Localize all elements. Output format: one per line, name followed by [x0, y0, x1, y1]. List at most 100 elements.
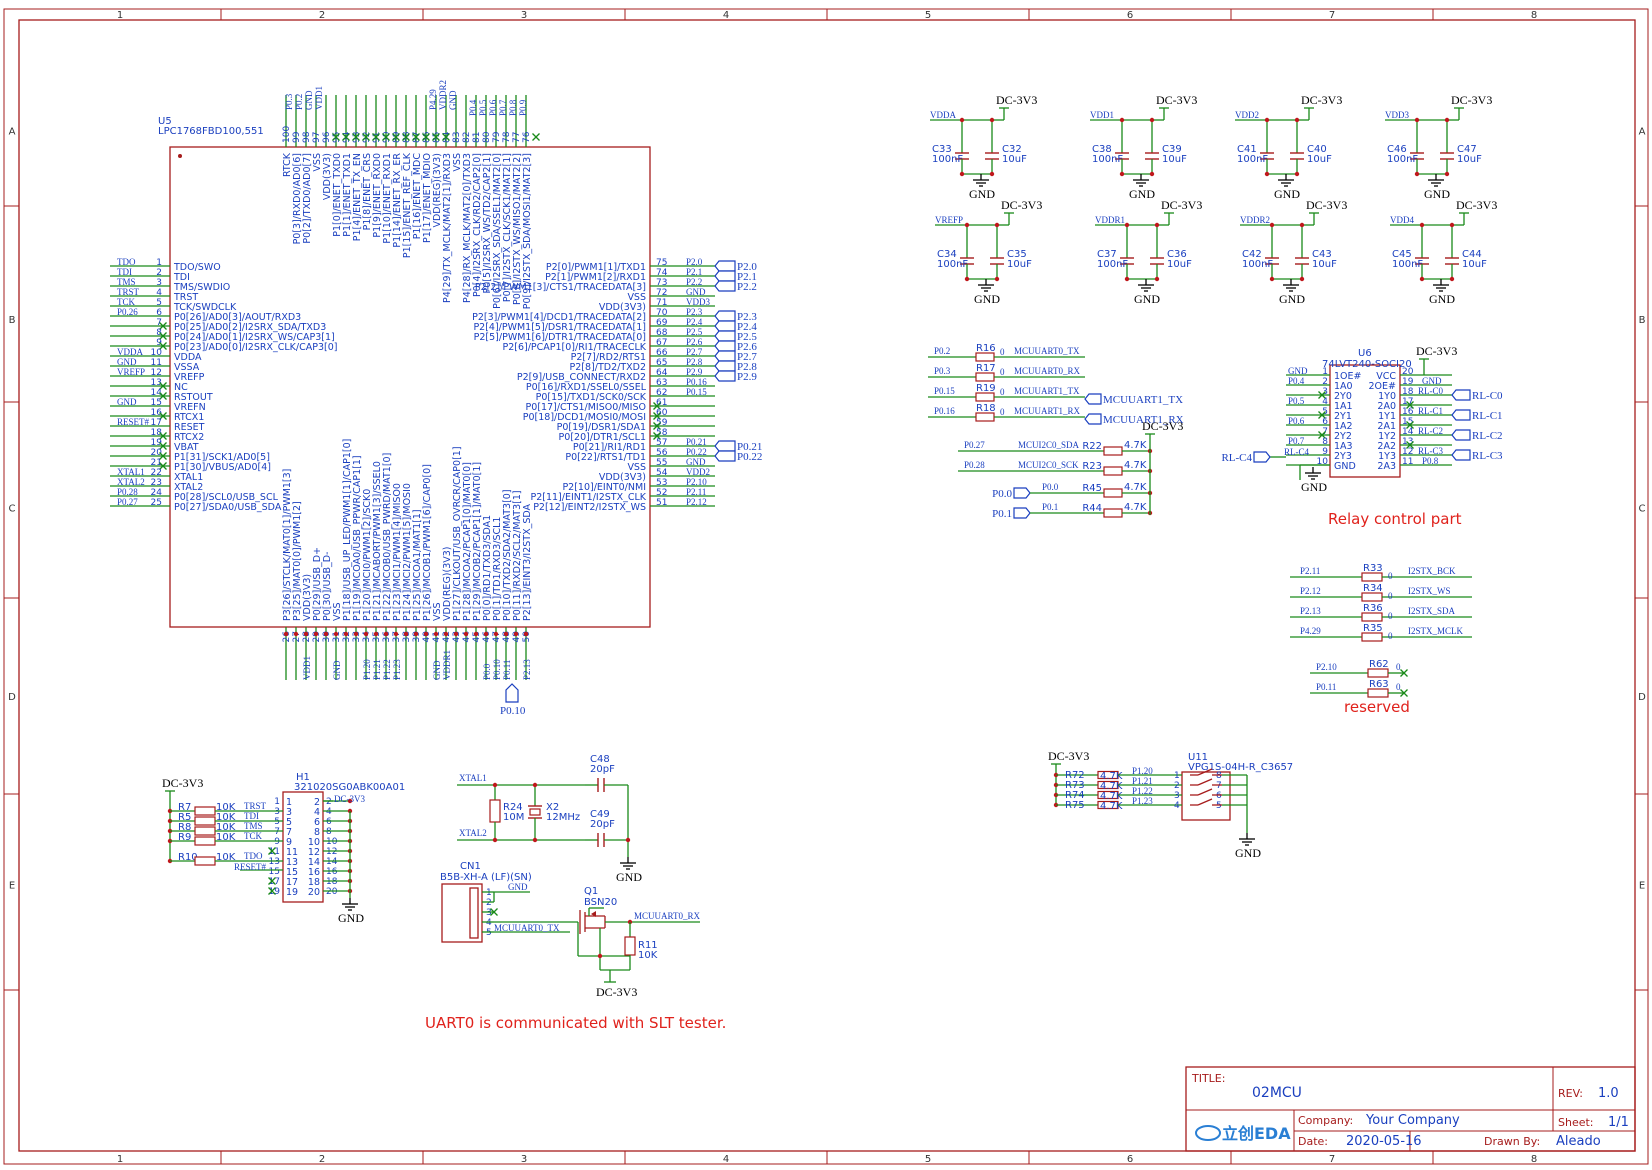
- row-marker-right: B: [1639, 315, 1646, 326]
- pin-number: 69: [656, 318, 668, 328]
- junction-dot: [1154, 276, 1160, 282]
- pin-name: VDD(REG)(3V3): [432, 153, 443, 228]
- net-label: RESET#: [117, 417, 150, 427]
- ground-label: GND: [1424, 187, 1450, 201]
- net-label: RL-C4: [1284, 447, 1310, 457]
- pin-number: 8: [326, 827, 332, 837]
- row-marker-left: E: [9, 880, 15, 891]
- pin-name: RESET: [174, 422, 205, 433]
- pin-name: P1[23]/MCI1/PWM1[4]/MISO0: [392, 483, 403, 621]
- pin-name: P1[20]/MCI0/PWM1[2]/SCK0: [362, 489, 373, 621]
- pin-name: P0[29]/USB_D+: [312, 547, 323, 621]
- pin-name: GND: [1334, 461, 1356, 472]
- resistor-value: 4.7K: [1124, 440, 1147, 451]
- resistor-value: 4.7K: [1124, 460, 1147, 471]
- junction-dot: [493, 631, 499, 637]
- top-net-label: P0.3: [284, 93, 294, 110]
- junction-dot: [283, 631, 289, 637]
- pin-number: 11: [269, 847, 280, 857]
- junction-dot: [1269, 276, 1275, 282]
- pin-name: P1[26]/MCOB1/PWM1[6]/CAP0[0]: [422, 464, 433, 621]
- cap-ref: C46: [1387, 144, 1407, 155]
- pin-name: 1A3: [1334, 441, 1353, 452]
- pin-name: 1Y2: [1378, 431, 1396, 442]
- company-value: Your Company: [1365, 1113, 1460, 1128]
- net-label: RL-C0: [1418, 386, 1444, 396]
- net-label: P1.23: [1132, 796, 1153, 806]
- resistor: [1103, 446, 1123, 456]
- pin-name: RTCK: [282, 152, 293, 177]
- junction-dot: [1119, 171, 1125, 177]
- resistor: [975, 372, 995, 382]
- pin-name: P1[4]/ENET_TX_EN: [352, 153, 363, 241]
- pin-number: 16: [326, 867, 338, 877]
- resistor: [624, 936, 636, 956]
- pin-name: P0[30]/USB_D-: [322, 552, 333, 621]
- power-label: DC-3V3: [1301, 93, 1342, 107]
- bottom-net-label: P0.11: [502, 660, 512, 680]
- pin-name: P1[31]/SCK1/AD0[5]: [174, 452, 270, 463]
- pin-name: 1A0: [1334, 381, 1353, 392]
- net-label: P0.2: [934, 346, 950, 356]
- pin-name: VSS: [627, 292, 646, 303]
- cap-ref: C33: [932, 144, 952, 155]
- pin-number: 15: [269, 867, 280, 877]
- pin-name: TDI: [173, 272, 190, 283]
- no-connect-mark: [159, 332, 167, 340]
- cap-value: 10uF: [1002, 154, 1027, 165]
- pin-name: P0[23]/AD0[0]/I2SRX_CLK/CAP3[0]: [174, 342, 337, 353]
- pin-name: P0[11]/RXD2/SCL2/MAT3[1]: [512, 490, 523, 621]
- no-connect-mark: [159, 442, 167, 450]
- pin-number: 79: [492, 131, 502, 143]
- pin-number: 83: [452, 132, 462, 143]
- net-port: [1084, 393, 1102, 405]
- power-label: DC-3V3: [1306, 198, 1347, 212]
- pin-number: 18: [1402, 387, 1414, 397]
- pin-name: P3[25]/MAT0[0]/PWM1[2]: [292, 501, 303, 621]
- pin-name: VSSA: [174, 362, 200, 373]
- junction-dot: [433, 631, 439, 637]
- junction-dot: [1294, 117, 1300, 123]
- pin-number: 82: [462, 132, 472, 143]
- pin-name: VBAT: [174, 442, 199, 453]
- pin-number: 36: [382, 631, 392, 643]
- cap-value: 100nF: [1237, 154, 1268, 165]
- pin-name: P0[17]/CTS1/MISO0/MISO: [526, 402, 646, 413]
- no-connect-mark: [342, 133, 350, 141]
- ic-part: VPG1S-04H-R_C3657: [1188, 762, 1293, 773]
- top-net-label: P0.2: [294, 94, 304, 110]
- header-part: 321020SG0ABK00A01: [294, 782, 405, 793]
- pin-name: P0[15]/TXD1/SCK0/SCK: [536, 392, 647, 403]
- no-connect-mark: [159, 382, 167, 390]
- row-marker-left: B: [9, 315, 16, 326]
- net-label: P0.3: [934, 366, 951, 376]
- junction-dot: [1119, 117, 1125, 123]
- pin-number: 44: [462, 631, 472, 643]
- junction-dot: [1444, 171, 1450, 177]
- ground-label: GND: [1279, 292, 1305, 306]
- resistor-value: 10K: [216, 822, 236, 833]
- no-connect-mark: [1318, 411, 1326, 419]
- junction-dot: [463, 631, 469, 637]
- net-label: P2.11: [686, 487, 706, 497]
- port-label: RL-C0: [1472, 390, 1503, 402]
- resistor-value: 10M: [503, 812, 524, 823]
- no-connect-mark: [159, 412, 167, 420]
- pin-name: 7: [286, 827, 292, 838]
- pin-name: 14: [308, 857, 320, 868]
- net-port: [714, 370, 736, 382]
- connector-inner: [469, 887, 479, 939]
- col-marker-bottom: 3: [521, 1154, 527, 1165]
- pin-number: 21: [151, 458, 162, 468]
- pin-name: P0[24]/AD0[1]/I2SRX_WS/CAP3[1]: [174, 332, 335, 343]
- net-port: [1451, 409, 1471, 421]
- ground-label: GND: [1274, 187, 1300, 201]
- pin-name: P2[11]/EINT1/I2STX_CLK: [530, 492, 646, 503]
- resistor-ref: R22: [1082, 441, 1102, 452]
- rail-net-label: VDDR1: [1095, 215, 1125, 225]
- pin-name: TCK/SWDCLK: [173, 302, 237, 313]
- pin-number: 55: [656, 458, 667, 468]
- bottom-net-label: VDDR1: [442, 650, 452, 680]
- pin-name: P2[2]/PWM1[3]/CTS1/TRACEDATA[3]: [475, 282, 646, 293]
- pin-name: VSS: [627, 462, 646, 473]
